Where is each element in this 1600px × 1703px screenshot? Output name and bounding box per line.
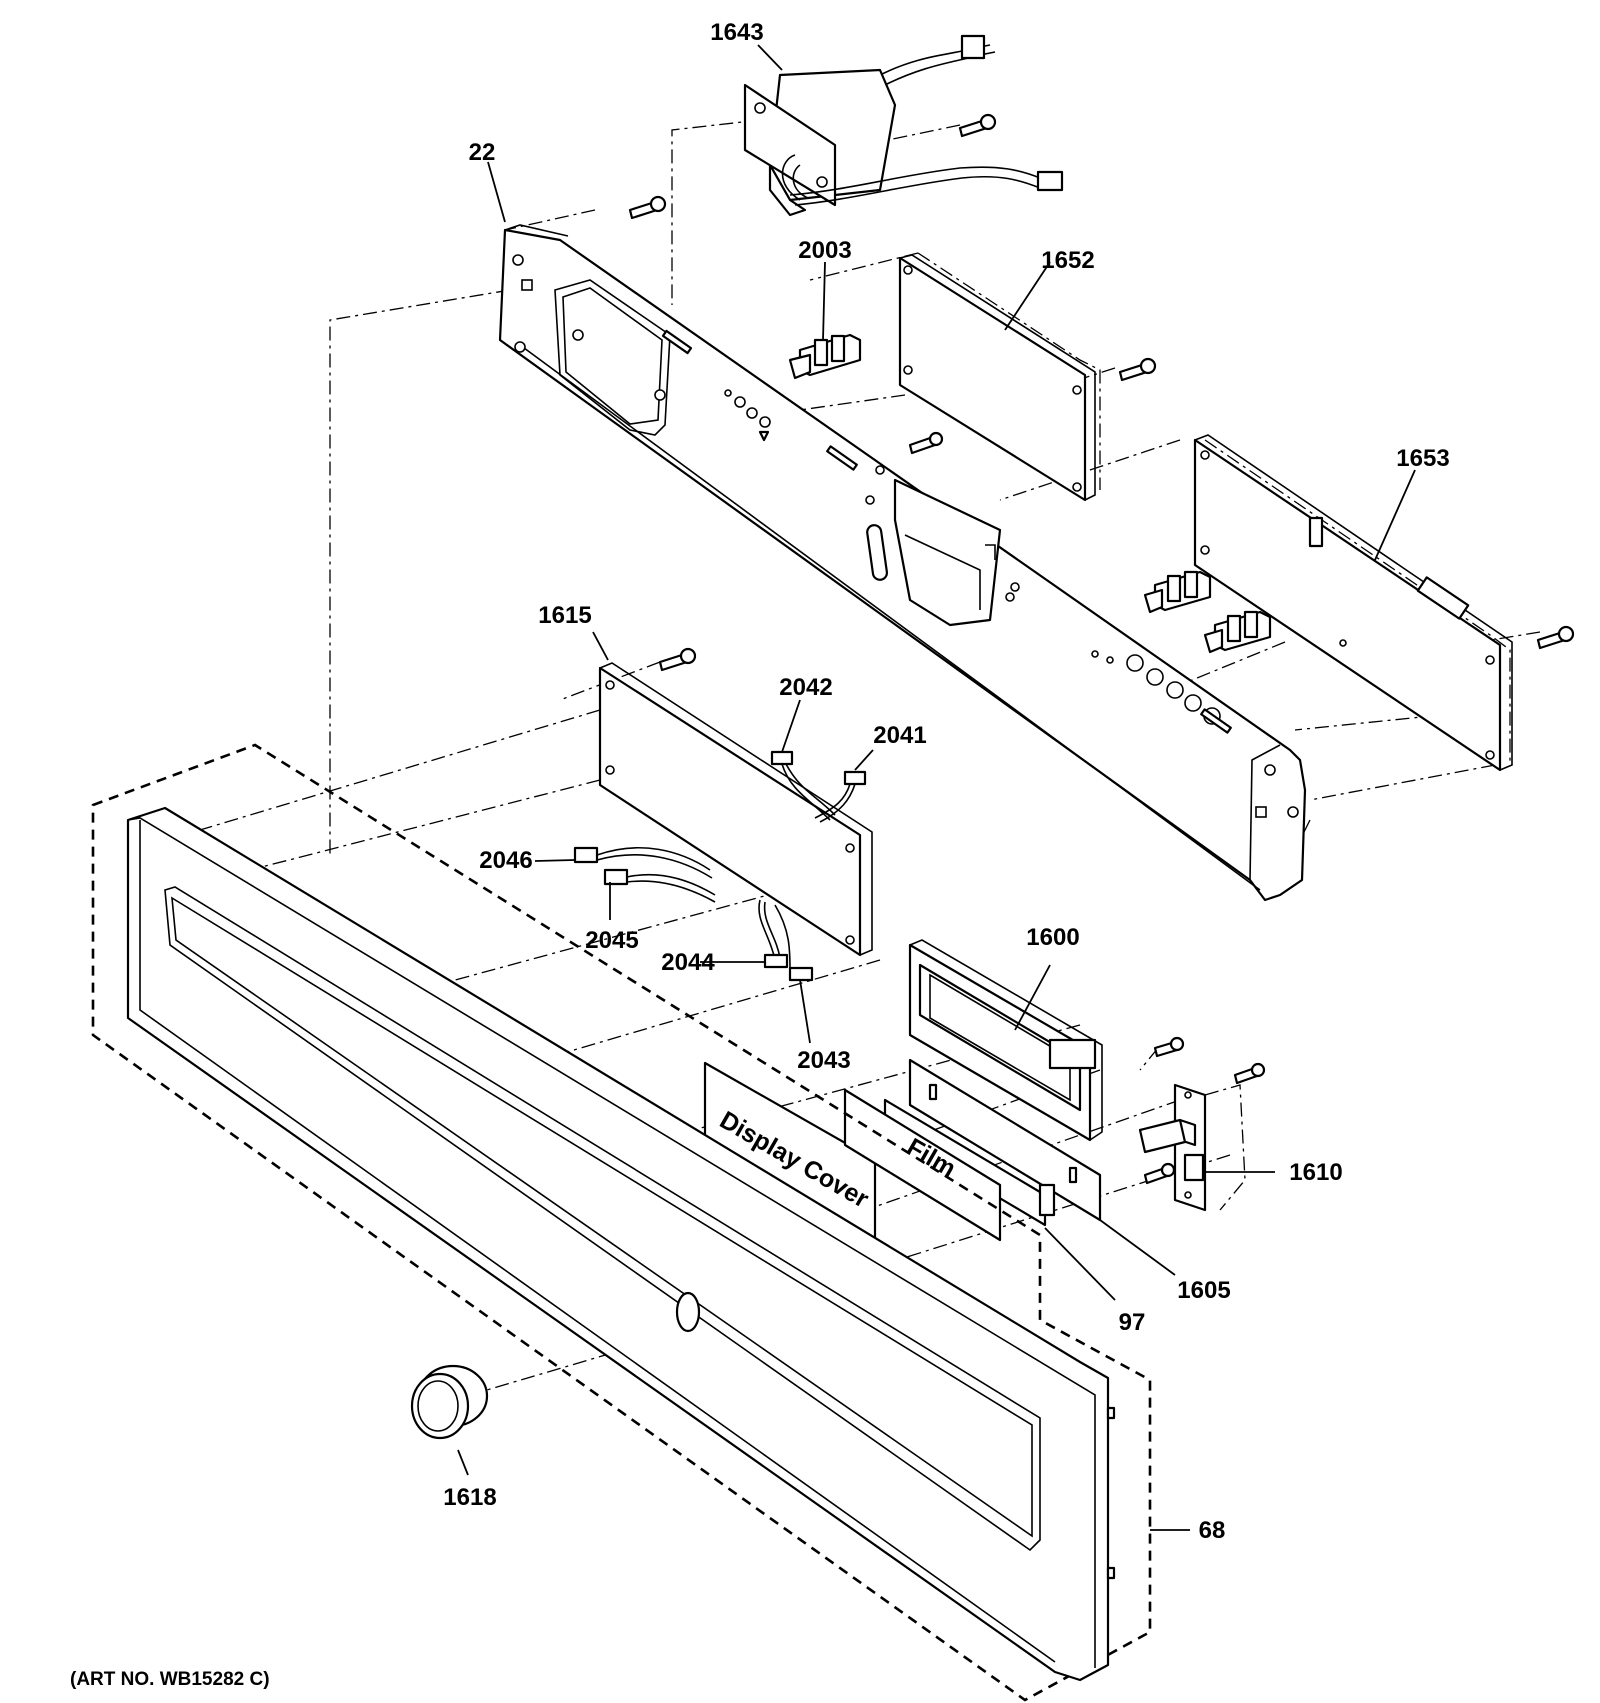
screw-1652-left [908,431,944,455]
label-2042: 2042 [779,674,832,701]
switch-2003 [788,333,862,380]
label-2003: 2003 [798,237,851,264]
screw-1653-right [1536,625,1575,650]
front-panel [126,806,1116,1682]
harness-2042-2041 [770,750,867,823]
switch-1653-upper [1143,570,1212,614]
label-1610: 1610 [1289,1159,1342,1186]
harness-2044-2043 [758,899,814,982]
screw-transformer [958,113,997,138]
knob-1618 [410,1364,489,1440]
label-97: 97 [1119,1309,1146,1336]
screw-1610-top [1233,1062,1266,1085]
board-1652 [898,252,1101,502]
screw-1610-bottom [1143,1162,1176,1185]
label-1652: 1652 [1041,247,1094,274]
label-2041: 2041 [873,722,926,749]
label-1618: 1618 [443,1484,496,1511]
screw-bracket-left [628,195,667,220]
screw-1600 [1153,1036,1185,1058]
front-panel-envelope-68 [91,743,1152,1702]
art-number: (ART NO. WB15282 C) [70,1669,270,1690]
label-1605: 1605 [1177,1277,1230,1304]
screw-1652-right [1118,357,1157,382]
screw-1615 [658,647,697,672]
board-1653 [1193,434,1513,772]
board-1615 [598,662,873,957]
label-1643: 1643 [710,19,763,46]
part-labels: 1643 22 2003 1652 1653 1615 2042 2041 20… [443,19,1449,1544]
transformer-1643 [743,34,1064,217]
label-1615: 1615 [538,602,591,629]
label-2043: 2043 [797,1047,850,1074]
label-1653: 1653 [1396,445,1449,472]
label-22: 22 [469,139,496,166]
main-bracket-22 [498,224,1307,902]
label-2044: 2044 [661,949,715,976]
switch-1653-lower [1203,610,1272,654]
leader-lines [457,44,1416,1531]
harness-2046-2045 [573,846,716,903]
film-panel: Film [843,1088,1002,1242]
label-2045: 2045 [585,927,638,954]
label-2046: 2046 [479,847,532,874]
label-1600: 1600 [1026,924,1079,951]
label-68: 68 [1199,1517,1226,1544]
module-1610 [1138,1083,1246,1212]
display-1600 [908,939,1103,1142]
